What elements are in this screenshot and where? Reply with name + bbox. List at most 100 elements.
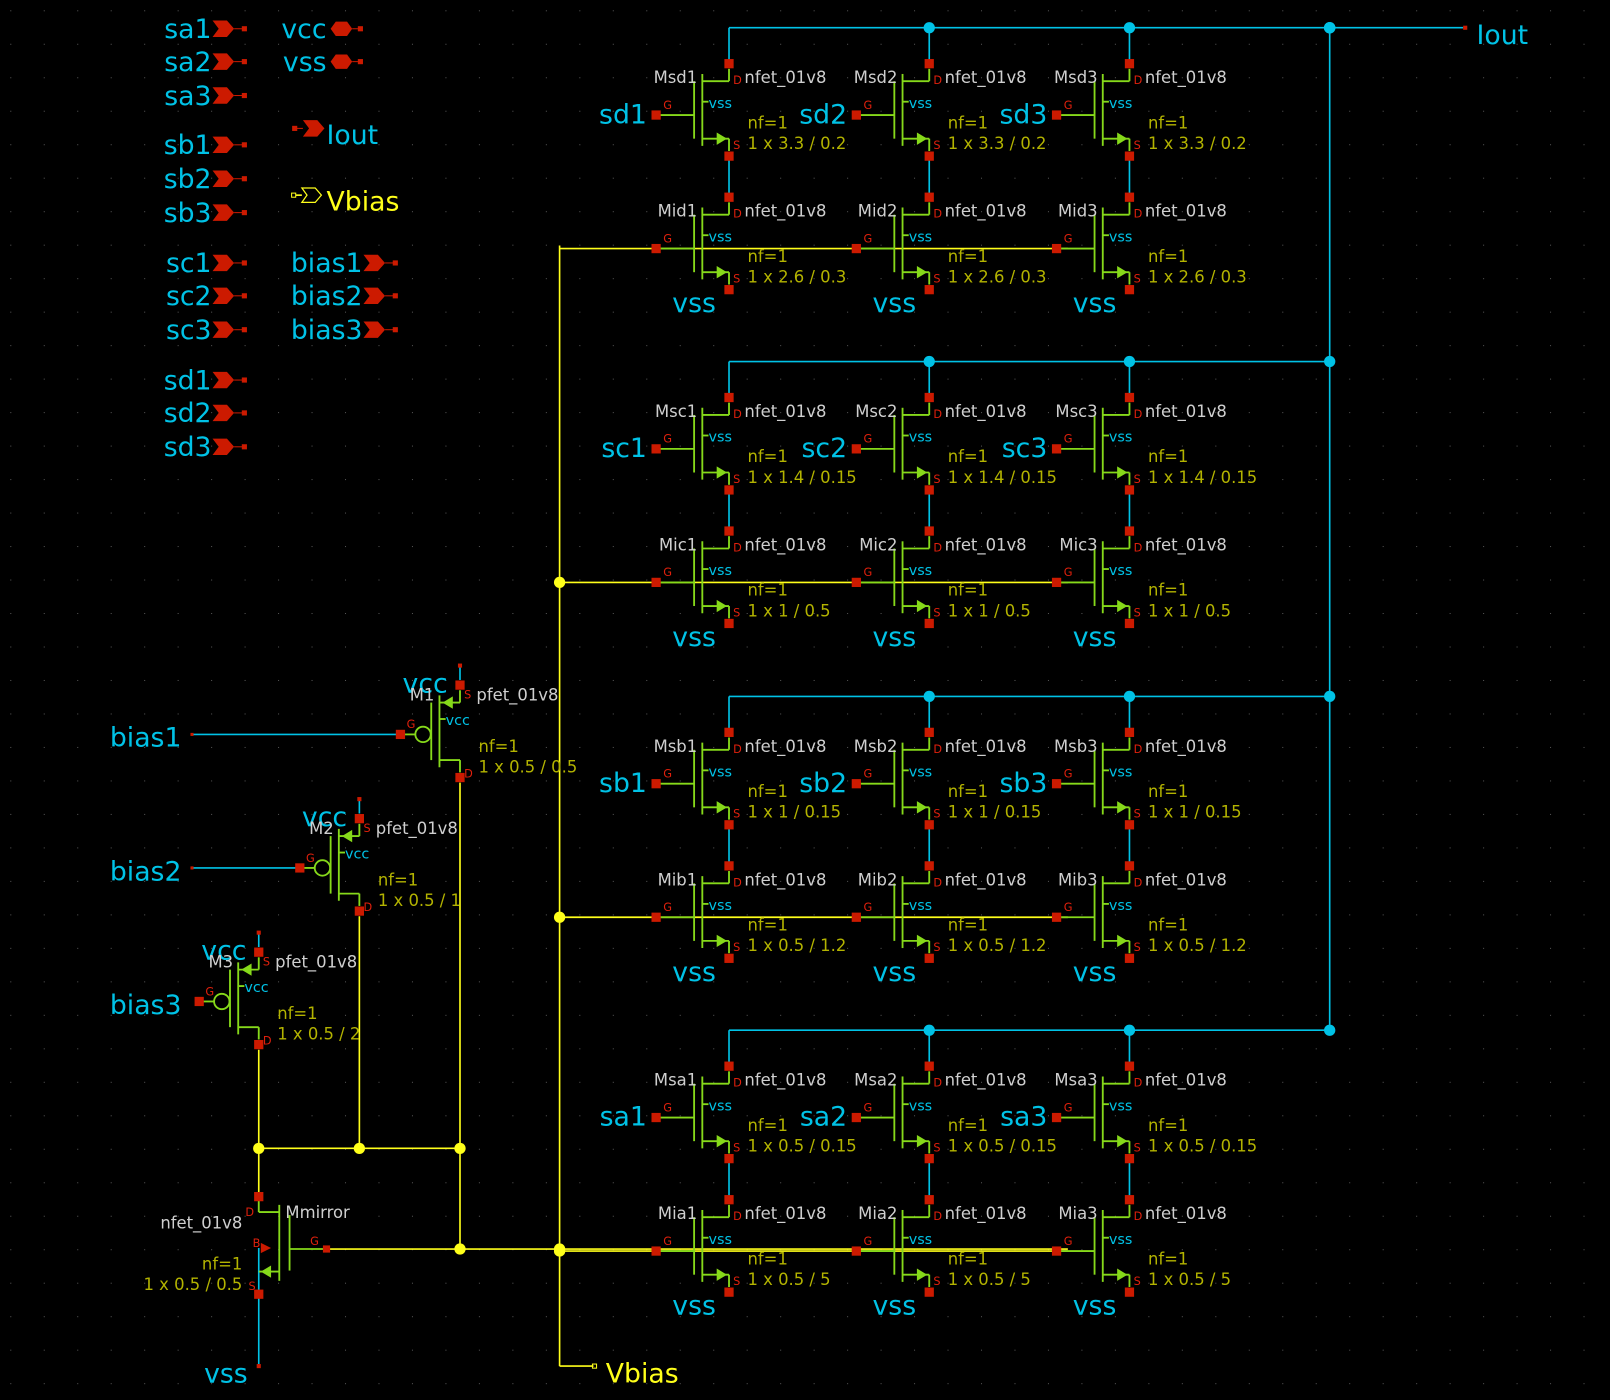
grid-dot <box>1047 1215 1049 1217</box>
pin-label: sa3 <box>164 81 211 112</box>
pin-sc2[interactable]: sc2 <box>166 281 247 312</box>
grid-dot <box>1483 512 1485 514</box>
grid-dot <box>278 847 280 849</box>
pin-vcc[interactable]: vcc <box>281 14 363 45</box>
grid-dot <box>545 378 547 380</box>
grid-dot <box>211 579 213 581</box>
size-param: 1 x 0.5 / 0.15 <box>948 1136 1057 1155</box>
grid-dot <box>244 746 246 748</box>
pin-sd1[interactable]: sd1 <box>164 365 247 396</box>
grid-dot <box>1148 847 1150 849</box>
grid-dot <box>679 1115 681 1117</box>
grid-dot <box>914 278 916 280</box>
grid-dot <box>144 914 146 916</box>
grid-dot <box>880 10 882 12</box>
pin-sd2[interactable]: sd2 <box>164 398 247 429</box>
grid-dot <box>1483 1115 1485 1117</box>
grid-dot <box>880 579 882 581</box>
grid-dot <box>1416 244 1418 246</box>
pin-bias3[interactable]: bias3 <box>291 315 398 346</box>
pin-Iout[interactable]: Iout <box>292 120 378 151</box>
grid-dot <box>345 1081 347 1083</box>
pin-sb1[interactable]: sb1 <box>164 130 247 161</box>
grid-dot <box>1382 1182 1384 1184</box>
grid-dot <box>780 1215 782 1217</box>
pin-sb2[interactable]: sb2 <box>164 164 247 195</box>
drain-pin <box>1124 1061 1135 1071</box>
gate-pin <box>851 243 861 254</box>
vss-net-label: vss <box>672 957 716 988</box>
grid-dot <box>177 10 179 12</box>
pin-Vbias[interactable]: Vbias <box>291 187 400 218</box>
grid-dot <box>679 278 681 280</box>
grid-dot <box>746 1014 748 1016</box>
pin-bias2[interactable]: bias2 <box>291 281 398 312</box>
grid-dot <box>1416 1014 1418 1016</box>
pin-sa2[interactable]: sa2 <box>164 47 247 78</box>
grid-dot <box>1248 1383 1250 1385</box>
grid-dot <box>1148 1081 1150 1083</box>
grid-dot <box>1215 512 1217 514</box>
size-param: 1 x 0.5 / 1.2 <box>1148 936 1247 955</box>
grid-dot <box>1148 613 1150 615</box>
grid-dot <box>411 1282 413 1284</box>
grid-dot <box>211 1014 213 1016</box>
source-terminal-label: S <box>733 139 740 152</box>
grid-dot <box>43 412 45 414</box>
grid-dot <box>1516 10 1518 12</box>
grid-dot <box>345 10 347 12</box>
grid-dot <box>478 1383 480 1385</box>
grid-dot <box>311 1014 313 1016</box>
pin-sd3[interactable]: sd3 <box>164 432 247 463</box>
grid-dot <box>679 1182 681 1184</box>
pin-sa1[interactable]: sa1 <box>164 14 247 45</box>
grid-dot <box>278 1383 280 1385</box>
pin-bias1[interactable]: bias1 <box>291 248 398 279</box>
pin-sc3[interactable]: sc3 <box>166 315 247 346</box>
grid-dot <box>1315 847 1317 849</box>
pin-vss[interactable]: vss <box>283 47 363 78</box>
pin-sa3[interactable]: sa3 <box>164 81 247 112</box>
pin-sb3[interactable]: sb3 <box>164 198 247 229</box>
grid-dot <box>780 1182 782 1184</box>
grid-dot <box>947 713 949 715</box>
pin-sc1[interactable]: sc1 <box>166 248 247 279</box>
grid-dot <box>1449 512 1451 514</box>
grid-dot <box>1282 713 1284 715</box>
grid-dot <box>780 278 782 280</box>
grid-dot <box>1248 378 1250 380</box>
model-name: nfet_01v8 <box>1145 870 1227 890</box>
size-param: 1 x 1.4 / 0.15 <box>948 468 1057 487</box>
grid-dot <box>144 77 146 79</box>
grid-dot <box>211 512 213 514</box>
